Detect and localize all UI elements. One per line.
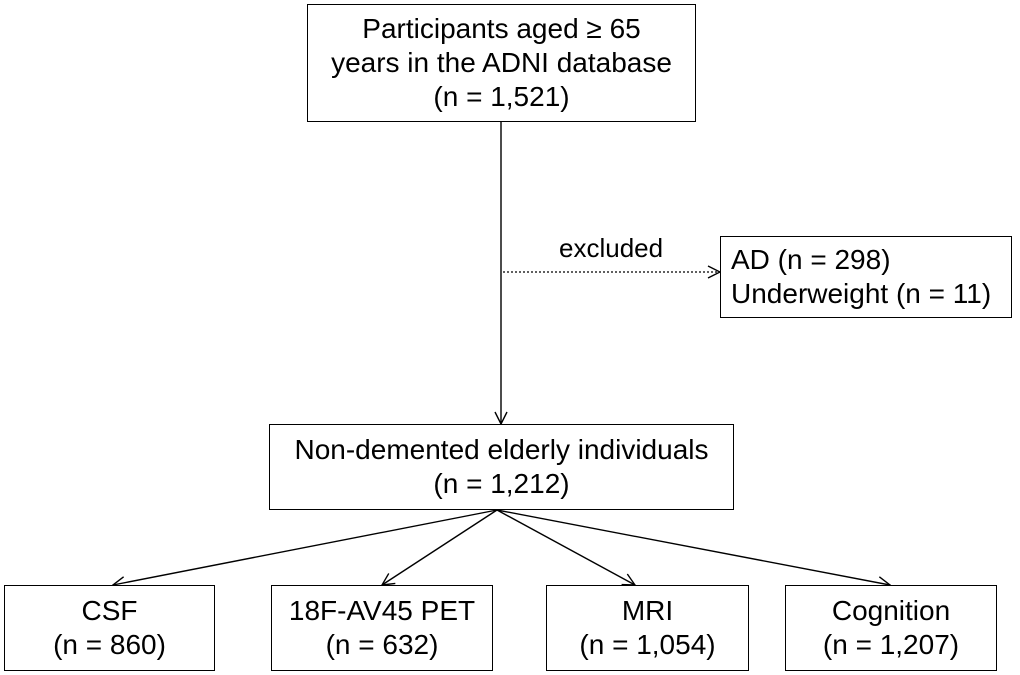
pet-box: 18F-AV45 PET (n = 632) [271, 585, 493, 671]
flow-arrow-to-csf [113, 509, 498, 585]
mri-line-1: MRI [621, 594, 674, 626]
cognition-box: Cognition (n = 1,207) [785, 585, 997, 671]
non-demented-box: Non-demented elderly individuals (n = 1,… [269, 424, 734, 510]
non-demented-line-1: Non-demented elderly individuals [294, 433, 709, 465]
mri-line-2: (n = 1,054) [579, 629, 716, 660]
flow-arrow-to-pet [382, 509, 498, 585]
excluded-line-1: AD (n = 298) [731, 243, 891, 275]
excluded-label: excluded [559, 233, 664, 263]
csf-line-2: (n = 860) [53, 629, 166, 660]
excluded-box: AD (n = 298) Underweight (n = 11) [720, 236, 1012, 318]
mri-box: MRI (n = 1,054) [546, 585, 749, 671]
pet-line-1: 18F-AV45 PET [288, 594, 476, 626]
cognition-line-2: (n = 1,207) [822, 629, 960, 660]
excluded-line-2: Underweight (n = 11) [731, 278, 992, 309]
flow-arrow-to-cognition [496, 509, 890, 585]
participants-line-2: years in the ADNI database [331, 46, 672, 78]
csf-line-1: CSF [81, 594, 138, 626]
csf-box: CSF (n = 860) [4, 585, 215, 671]
cognition-line-1: Cognition [831, 594, 951, 626]
participants-line-1: Participants aged ≥ 65 [362, 12, 641, 44]
flow-arrow-to-mri [496, 509, 635, 585]
participants-box: Participants aged ≥ 65 years in the ADNI… [307, 4, 696, 122]
participants-line-3: (n = 1,521) [433, 81, 570, 113]
non-demented-line-2: (n = 1,212) [433, 468, 570, 499]
pet-line-2: (n = 632) [325, 629, 439, 660]
